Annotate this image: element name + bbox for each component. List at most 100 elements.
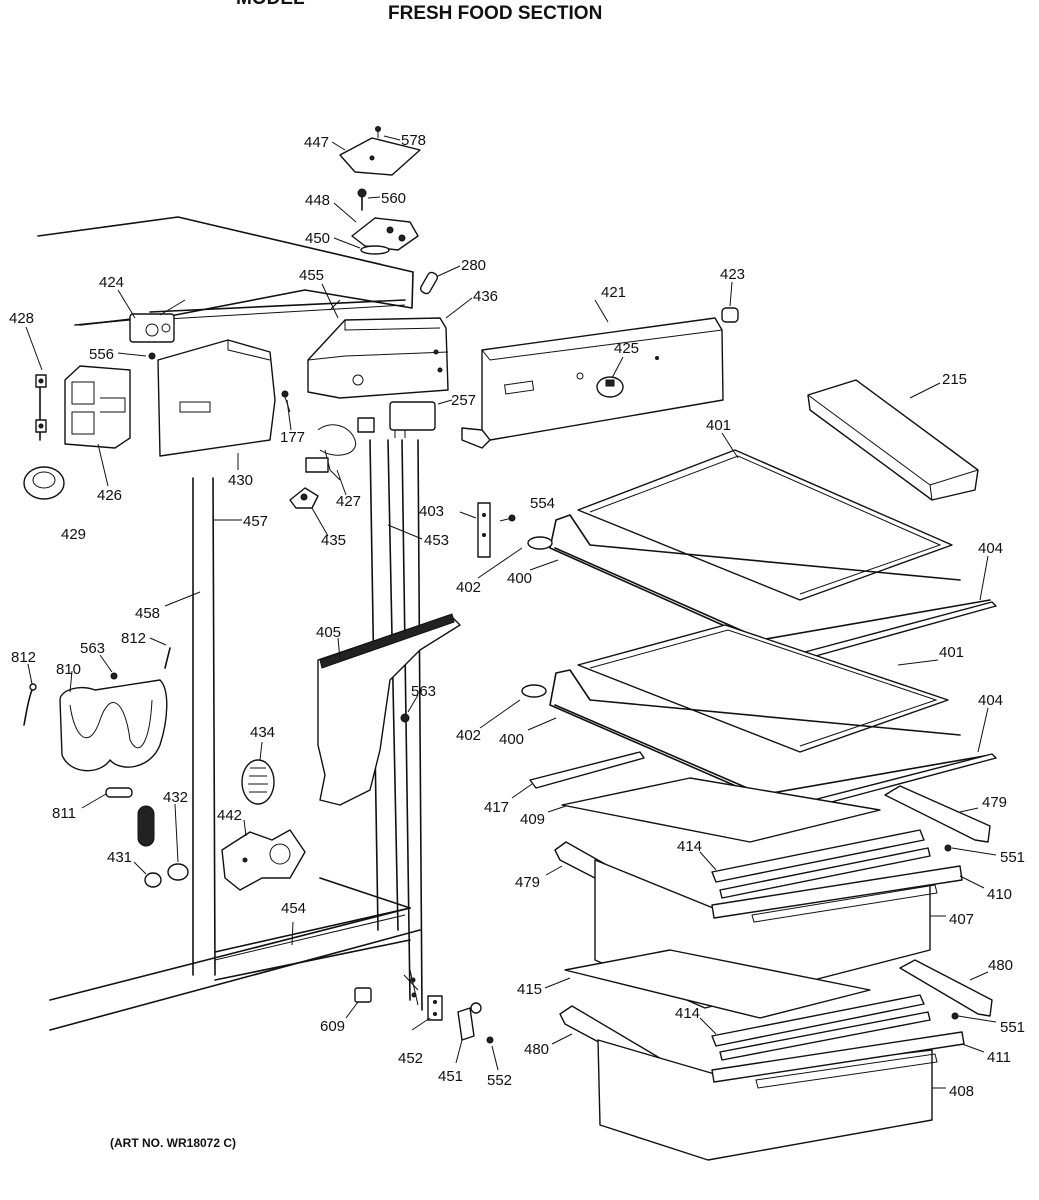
callout-401-top: 401 bbox=[706, 417, 731, 434]
callout-280: 280 bbox=[461, 257, 486, 274]
callout-811: 811 bbox=[52, 805, 76, 822]
screw-551-top bbox=[944, 844, 952, 852]
section-title: FRESH FOOD SECTION bbox=[388, 3, 602, 24]
callout-434: 434 bbox=[250, 724, 275, 741]
screw-556 bbox=[148, 352, 156, 360]
drawer-front-414-bottom bbox=[711, 994, 931, 1061]
callout-563-left: 563 bbox=[80, 640, 105, 657]
callout-563-mid: 563 bbox=[411, 683, 436, 700]
wiring-427 bbox=[305, 417, 375, 481]
callout-417: 417 bbox=[484, 799, 509, 816]
callout-408: 408 bbox=[949, 1083, 974, 1100]
callout-479-right: 479 bbox=[982, 794, 1007, 811]
callout-812-left: 812 bbox=[11, 649, 36, 666]
knob-423 bbox=[721, 307, 739, 323]
art-number: (ART NO. WR18072 C) bbox=[110, 1136, 236, 1150]
drawer-front-414-top bbox=[711, 829, 931, 899]
callout-404-top: 404 bbox=[978, 540, 1003, 557]
callout-427: 427 bbox=[336, 493, 361, 510]
callout-421: 421 bbox=[601, 284, 626, 301]
damper-442 bbox=[221, 829, 306, 891]
callout-429: 429 bbox=[61, 526, 86, 543]
rail-480-right bbox=[899, 959, 993, 1017]
support-403 bbox=[477, 502, 491, 558]
leader-lines bbox=[25, 135, 997, 1089]
callout-448: 448 bbox=[305, 192, 330, 209]
callout-810: 810 bbox=[56, 661, 81, 678]
callout-431: 431 bbox=[107, 849, 132, 866]
plate-452 bbox=[427, 995, 443, 1021]
callout-414-top: 414 bbox=[677, 838, 702, 855]
callout-812-right: 812 bbox=[121, 630, 146, 647]
glass-409 bbox=[561, 777, 881, 843]
callout-411: 411 bbox=[987, 1049, 1011, 1066]
callout-556: 556 bbox=[89, 346, 114, 363]
fan-motor-429 bbox=[23, 466, 65, 500]
knob-425 bbox=[596, 376, 624, 398]
tube-812-left bbox=[23, 683, 37, 726]
housing-426 bbox=[64, 365, 131, 449]
stop-609 bbox=[354, 987, 372, 1003]
callout-409: 409 bbox=[520, 811, 545, 828]
tube-812-right bbox=[164, 647, 171, 669]
thermostat-424 bbox=[129, 299, 186, 343]
light-socket-435 bbox=[289, 487, 319, 509]
callout-410: 410 bbox=[987, 886, 1012, 903]
cut-model-title: MODEL bbox=[236, 0, 305, 9]
callout-479-left: 479 bbox=[515, 874, 540, 891]
callout-436: 436 bbox=[473, 288, 498, 305]
callout-442: 442 bbox=[217, 807, 242, 824]
callout-257: 257 bbox=[451, 392, 476, 409]
glass-shelf-401-top bbox=[577, 449, 953, 601]
screw-563-left bbox=[110, 672, 118, 680]
rail-479-right bbox=[884, 785, 991, 843]
callout-455: 455 bbox=[299, 267, 324, 284]
callout-551-bottom: 551 bbox=[1000, 1019, 1025, 1036]
callout-414-bottom: 414 bbox=[675, 1005, 700, 1022]
trim-404-top bbox=[789, 601, 997, 663]
callout-450: 450 bbox=[305, 230, 330, 247]
control-panel-421 bbox=[461, 317, 724, 449]
drain-810 bbox=[59, 679, 168, 772]
grommet-431 bbox=[137, 805, 162, 888]
callout-424: 424 bbox=[99, 274, 124, 291]
callout-428: 428 bbox=[9, 310, 34, 327]
callout-457: 457 bbox=[243, 513, 268, 530]
cover-447 bbox=[339, 137, 421, 176]
callout-432: 432 bbox=[163, 789, 188, 806]
callout-554: 554 bbox=[530, 495, 555, 512]
shield-430 bbox=[157, 339, 276, 457]
dairy-bin-215 bbox=[807, 379, 979, 501]
bracket-448 bbox=[351, 217, 419, 251]
callout-407: 407 bbox=[949, 911, 974, 928]
screw-552 bbox=[486, 1036, 494, 1044]
callout-404-mid: 404 bbox=[978, 692, 1003, 709]
screw-560 bbox=[357, 188, 367, 211]
callout-451: 451 bbox=[438, 1068, 463, 1085]
bulb-280 bbox=[419, 271, 439, 295]
callout-215: 215 bbox=[942, 371, 967, 388]
screw-551-bottom bbox=[951, 1012, 959, 1020]
screw-554 bbox=[499, 514, 516, 522]
callout-447: 447 bbox=[304, 134, 329, 151]
callout-452: 452 bbox=[398, 1050, 423, 1067]
callout-labels: 447 578 448 560 450 280 455 436 424 428 … bbox=[9, 132, 1025, 1100]
callout-423: 423 bbox=[720, 266, 745, 283]
callout-480-right: 480 bbox=[988, 957, 1013, 974]
control-box-436 bbox=[307, 317, 449, 399]
callout-609: 609 bbox=[320, 1018, 345, 1035]
callout-400-mid: 400 bbox=[499, 731, 524, 748]
callout-560: 560 bbox=[381, 190, 406, 207]
glass-415 bbox=[564, 949, 871, 1019]
callout-453: 453 bbox=[424, 532, 449, 549]
callout-415: 415 bbox=[517, 981, 542, 998]
glass-shelf-401-mid bbox=[577, 624, 949, 753]
callout-430: 430 bbox=[228, 472, 253, 489]
callout-177: 177 bbox=[280, 429, 305, 446]
callout-403: 403 bbox=[419, 503, 444, 520]
spacer-450 bbox=[360, 245, 390, 255]
callout-578: 578 bbox=[401, 132, 426, 149]
relay-257 bbox=[389, 401, 436, 438]
bracket-428 bbox=[35, 374, 47, 441]
